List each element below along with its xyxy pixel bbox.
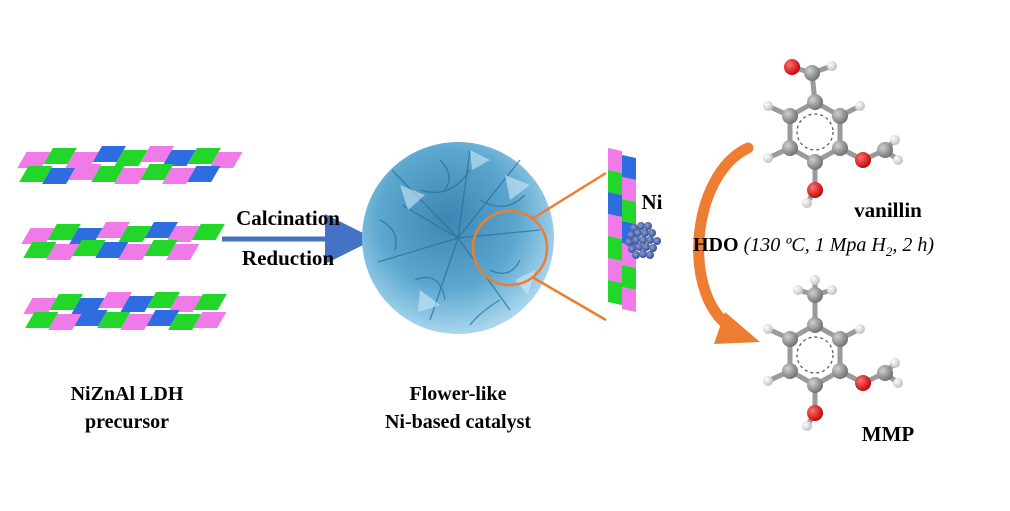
step-reduction: Reduction xyxy=(241,246,335,270)
reaction-arrow xyxy=(693,142,760,344)
zoomed-ldh-layer xyxy=(608,148,636,312)
mmp-label: MMP xyxy=(861,422,915,446)
vanillin-label: vanillin xyxy=(854,198,922,222)
precursor-label: NiZnAl LDH precursor xyxy=(42,380,212,436)
catalyst-line1: Flower-like xyxy=(409,383,507,405)
catalyst-line2: Ni-based catalyst xyxy=(384,411,532,433)
catalyst-label: Flower-like Ni-based catalyst xyxy=(358,380,558,436)
ni-label: Ni xyxy=(641,190,663,214)
precursor-line2: precursor xyxy=(84,411,170,433)
reaction-name: HDO xyxy=(693,234,739,256)
zoom-line xyxy=(531,171,607,221)
h2-subscript: 2 xyxy=(885,244,893,259)
ldh-layer xyxy=(21,222,225,260)
ldh-layer-stack xyxy=(17,146,243,330)
ldh-layer xyxy=(17,146,243,184)
ldh-layer xyxy=(23,292,227,330)
reaction-conditions: HDO (130 ºC, 1 Mpa H2, 2 h) xyxy=(693,234,934,260)
conditions-tail: , 2 h) xyxy=(892,234,935,256)
flower-catalyst xyxy=(362,142,554,334)
zoom-line xyxy=(531,275,607,322)
vanillin-molecule xyxy=(763,59,903,208)
step-calcination: Calcination xyxy=(236,206,340,230)
precursor-line1: NiZnAl LDH xyxy=(70,383,184,405)
ni-nanoparticle xyxy=(625,222,661,259)
conditions-text: (130 ºC, 1 Mpa H xyxy=(743,234,886,256)
mmp-molecule xyxy=(763,275,903,431)
